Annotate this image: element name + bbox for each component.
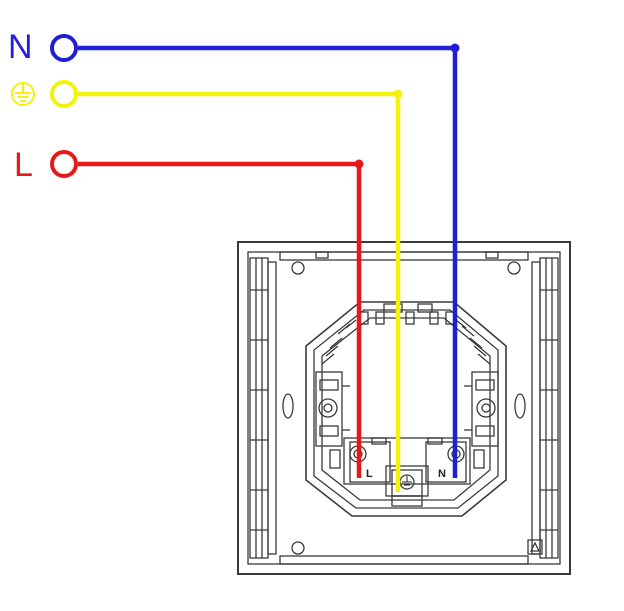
live-supply-terminal: L bbox=[14, 146, 78, 184]
mechanism-top-teeth bbox=[359, 303, 455, 325]
mechanism-housing bbox=[305, 301, 507, 517]
mechanism-right-ribs bbox=[455, 319, 491, 365]
earth-supply-terminal bbox=[11, 80, 78, 108]
live-label: L bbox=[14, 146, 33, 184]
earth-wire bbox=[78, 89, 403, 492]
screw-hole-top-right bbox=[507, 261, 521, 275]
block-label-live: L bbox=[366, 468, 373, 480]
neutral-label: N bbox=[8, 28, 33, 66]
block-label-neutral: N bbox=[438, 468, 446, 480]
socket-back-plate bbox=[237, 241, 571, 575]
screw-hole-bottom-left bbox=[291, 541, 305, 555]
left-claw-clamp bbox=[315, 371, 350, 447]
live-wire bbox=[78, 159, 364, 478]
right-claw-clamp bbox=[464, 371, 499, 447]
screw-hole-top-left bbox=[291, 261, 305, 275]
plate-outer-frame bbox=[237, 241, 571, 575]
plate-left-rail bbox=[249, 257, 277, 559]
block-earth-mini-icon bbox=[402, 476, 412, 486]
neutral-wire bbox=[78, 43, 460, 478]
earth-ground-icon bbox=[11, 82, 35, 106]
mechanism-left-ribs bbox=[321, 319, 357, 365]
plate-right-rail bbox=[531, 257, 559, 559]
terminal-block bbox=[329, 437, 485, 507]
neutral-supply-terminal: N bbox=[8, 28, 78, 66]
